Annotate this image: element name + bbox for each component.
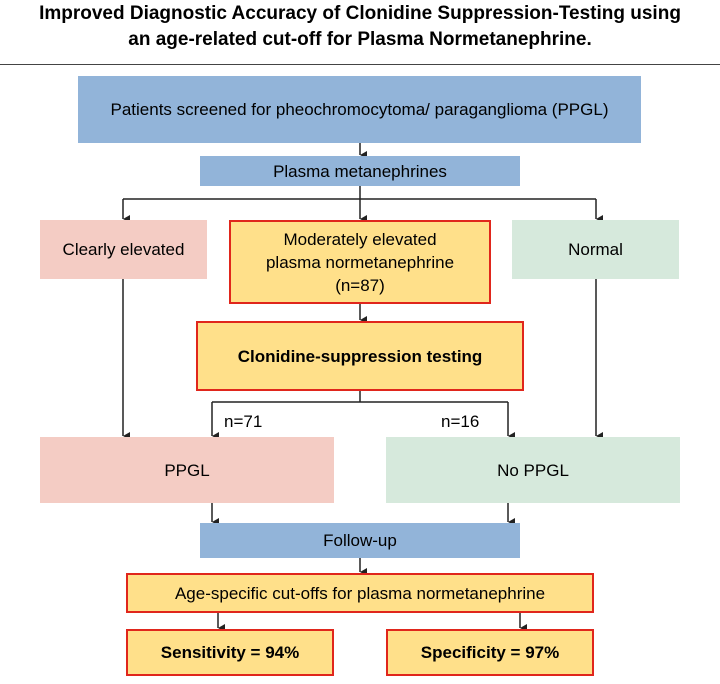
node-follow-up: Follow-up bbox=[200, 523, 520, 558]
title-line-2: an age-related cut-off for Plasma Normet… bbox=[128, 29, 592, 50]
title-divider bbox=[0, 64, 720, 65]
node-sensitivity: Sensitivity = 94% bbox=[126, 629, 334, 676]
figure-title: Improved Diagnostic Accuracy of Clonidin… bbox=[0, 0, 720, 57]
node-ppgl-label: PPGL bbox=[164, 460, 210, 480]
node-sensitivity-label: Sensitivity = 94% bbox=[160, 643, 300, 662]
node-no-ppgl: No PPGL bbox=[386, 437, 680, 503]
node-patients-screened: Patients screened for pheochromocytoma/ … bbox=[78, 76, 641, 143]
node-specificity: Specificity = 97% bbox=[386, 629, 594, 676]
node-clonidine-testing-label: Clonidine-suppression testing bbox=[237, 346, 483, 366]
node-normal: Normal bbox=[512, 220, 679, 279]
node-moderately-elevated-line-1: Moderately elevated bbox=[283, 229, 437, 249]
edge-label-n71: n=71 bbox=[224, 412, 263, 431]
node-specificity-label: Specificity = 97% bbox=[420, 643, 560, 662]
node-clearly-elevated-label: Clearly elevated bbox=[62, 240, 185, 259]
node-normal-label: Normal bbox=[568, 240, 623, 259]
node-moderately-elevated: Moderately elevated plasma normetanephri… bbox=[229, 220, 491, 304]
node-moderately-elevated-line-2: plasma normetanephrine bbox=[265, 252, 455, 272]
node-plasma-metanephrines: Plasma metanephrines bbox=[200, 156, 520, 186]
node-clonidine-testing: Clonidine-suppression testing bbox=[196, 321, 524, 391]
edge-label-n16: n=16 bbox=[441, 412, 480, 431]
node-moderately-elevated-line-3: (n=87) bbox=[335, 275, 385, 295]
title-line-1: Improved Diagnostic Accuracy of Clonidin… bbox=[39, 3, 681, 24]
node-patients-screened-label: Patients screened for pheochromocytoma/ … bbox=[110, 100, 609, 119]
node-plasma-metanephrines-label: Plasma metanephrines bbox=[273, 161, 447, 181]
node-age-specific-cutoffs-label: Age-specific cut-offs for plasma normeta… bbox=[174, 583, 546, 603]
node-follow-up-label: Follow-up bbox=[323, 531, 397, 550]
node-ppgl: PPGL bbox=[40, 437, 334, 503]
node-age-specific-cutoffs: Age-specific cut-offs for plasma normeta… bbox=[126, 573, 594, 613]
node-no-ppgl-label: No PPGL bbox=[497, 460, 569, 480]
node-clearly-elevated: Clearly elevated bbox=[40, 220, 207, 279]
